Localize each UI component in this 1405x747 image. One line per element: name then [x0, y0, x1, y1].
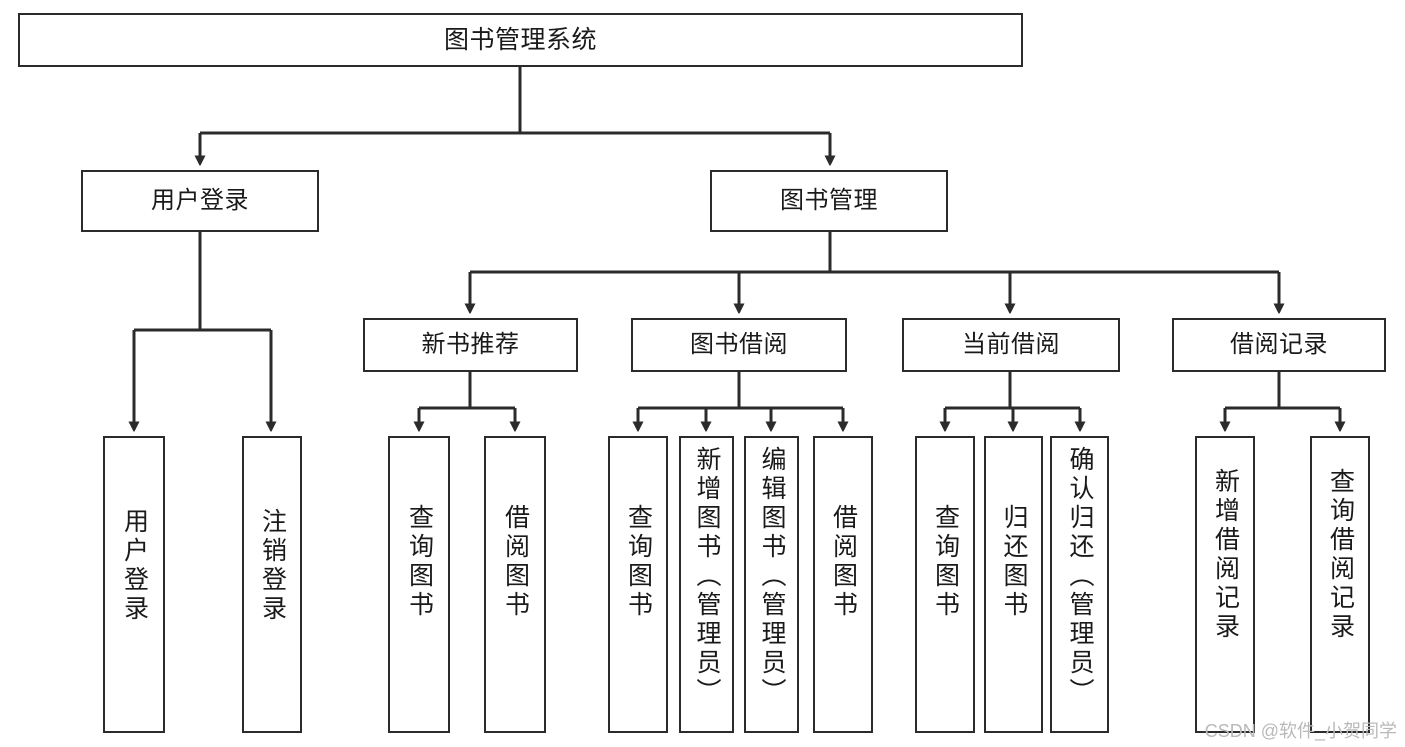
leaf-edit-book-label: 编辑图书（管理员） [758, 446, 786, 707]
leaf-confirm-return[interactable]: 确认归还（管理员） [1050, 436, 1109, 733]
leaf-add-record[interactable]: 新增借阅记录 [1195, 436, 1255, 733]
node-root[interactable]: 图书管理系统 [18, 13, 1023, 67]
leaf-add-book[interactable]: 新增图书（管理员） [679, 436, 734, 733]
leaf-borrow-book-2[interactable]: 借阅图书 [813, 436, 873, 733]
leaf-logout-login[interactable]: 注销登录 [242, 436, 302, 733]
leaf-query-book-2[interactable]: 查询图书 [608, 436, 668, 733]
leaf-confirm-return-label: 确认归还（管理员） [1066, 446, 1094, 707]
node-book-management-label: 图书管理 [780, 187, 878, 215]
leaf-user-login-label: 用户登录 [120, 508, 149, 624]
leaf-query-book-2-label: 查询图书 [624, 504, 653, 620]
leaf-query-book-3-label: 查询图书 [931, 504, 960, 620]
leaf-return-book-label: 归还图书 [1000, 504, 1028, 620]
node-user-login[interactable]: 用户登录 [81, 170, 319, 232]
node-book-borrow-label: 图书借阅 [690, 331, 788, 359]
node-book-management[interactable]: 图书管理 [710, 170, 948, 232]
leaf-add-record-label: 新增借阅记录 [1211, 468, 1240, 642]
leaf-borrow-book-1-label: 借阅图书 [501, 504, 530, 620]
node-current-borrow[interactable]: 当前借阅 [902, 318, 1120, 372]
leaf-user-login[interactable]: 用户登录 [103, 436, 165, 733]
leaf-query-book-3[interactable]: 查询图书 [915, 436, 975, 733]
csdn-watermark: CSDN @软件_小贺同学 [1204, 721, 1397, 741]
node-borrow-record-label: 借阅记录 [1230, 331, 1328, 359]
leaf-return-book[interactable]: 归还图书 [984, 436, 1043, 733]
leaf-query-book-1[interactable]: 查询图书 [388, 436, 450, 733]
node-current-borrow-label: 当前借阅 [962, 331, 1060, 359]
node-book-borrow[interactable]: 图书借阅 [631, 318, 847, 372]
node-user-login-label: 用户登录 [151, 187, 249, 215]
leaf-edit-book[interactable]: 编辑图书（管理员） [744, 436, 799, 733]
leaf-borrow-book-1[interactable]: 借阅图书 [484, 436, 546, 733]
leaf-query-record[interactable]: 查询借阅记录 [1310, 436, 1370, 733]
leaf-logout-login-label: 注销登录 [258, 508, 287, 624]
leaf-query-book-1-label: 查询图书 [405, 504, 434, 620]
leaf-borrow-book-2-label: 借阅图书 [829, 504, 858, 620]
leaf-add-book-label: 新增图书（管理员） [693, 446, 721, 707]
node-borrow-record[interactable]: 借阅记录 [1172, 318, 1386, 372]
node-root-label: 图书管理系统 [443, 25, 597, 54]
node-new-book-recommend[interactable]: 新书推荐 [363, 318, 578, 372]
leaf-query-record-label: 查询借阅记录 [1326, 468, 1355, 642]
node-new-book-recommend-label: 新书推荐 [421, 331, 520, 359]
